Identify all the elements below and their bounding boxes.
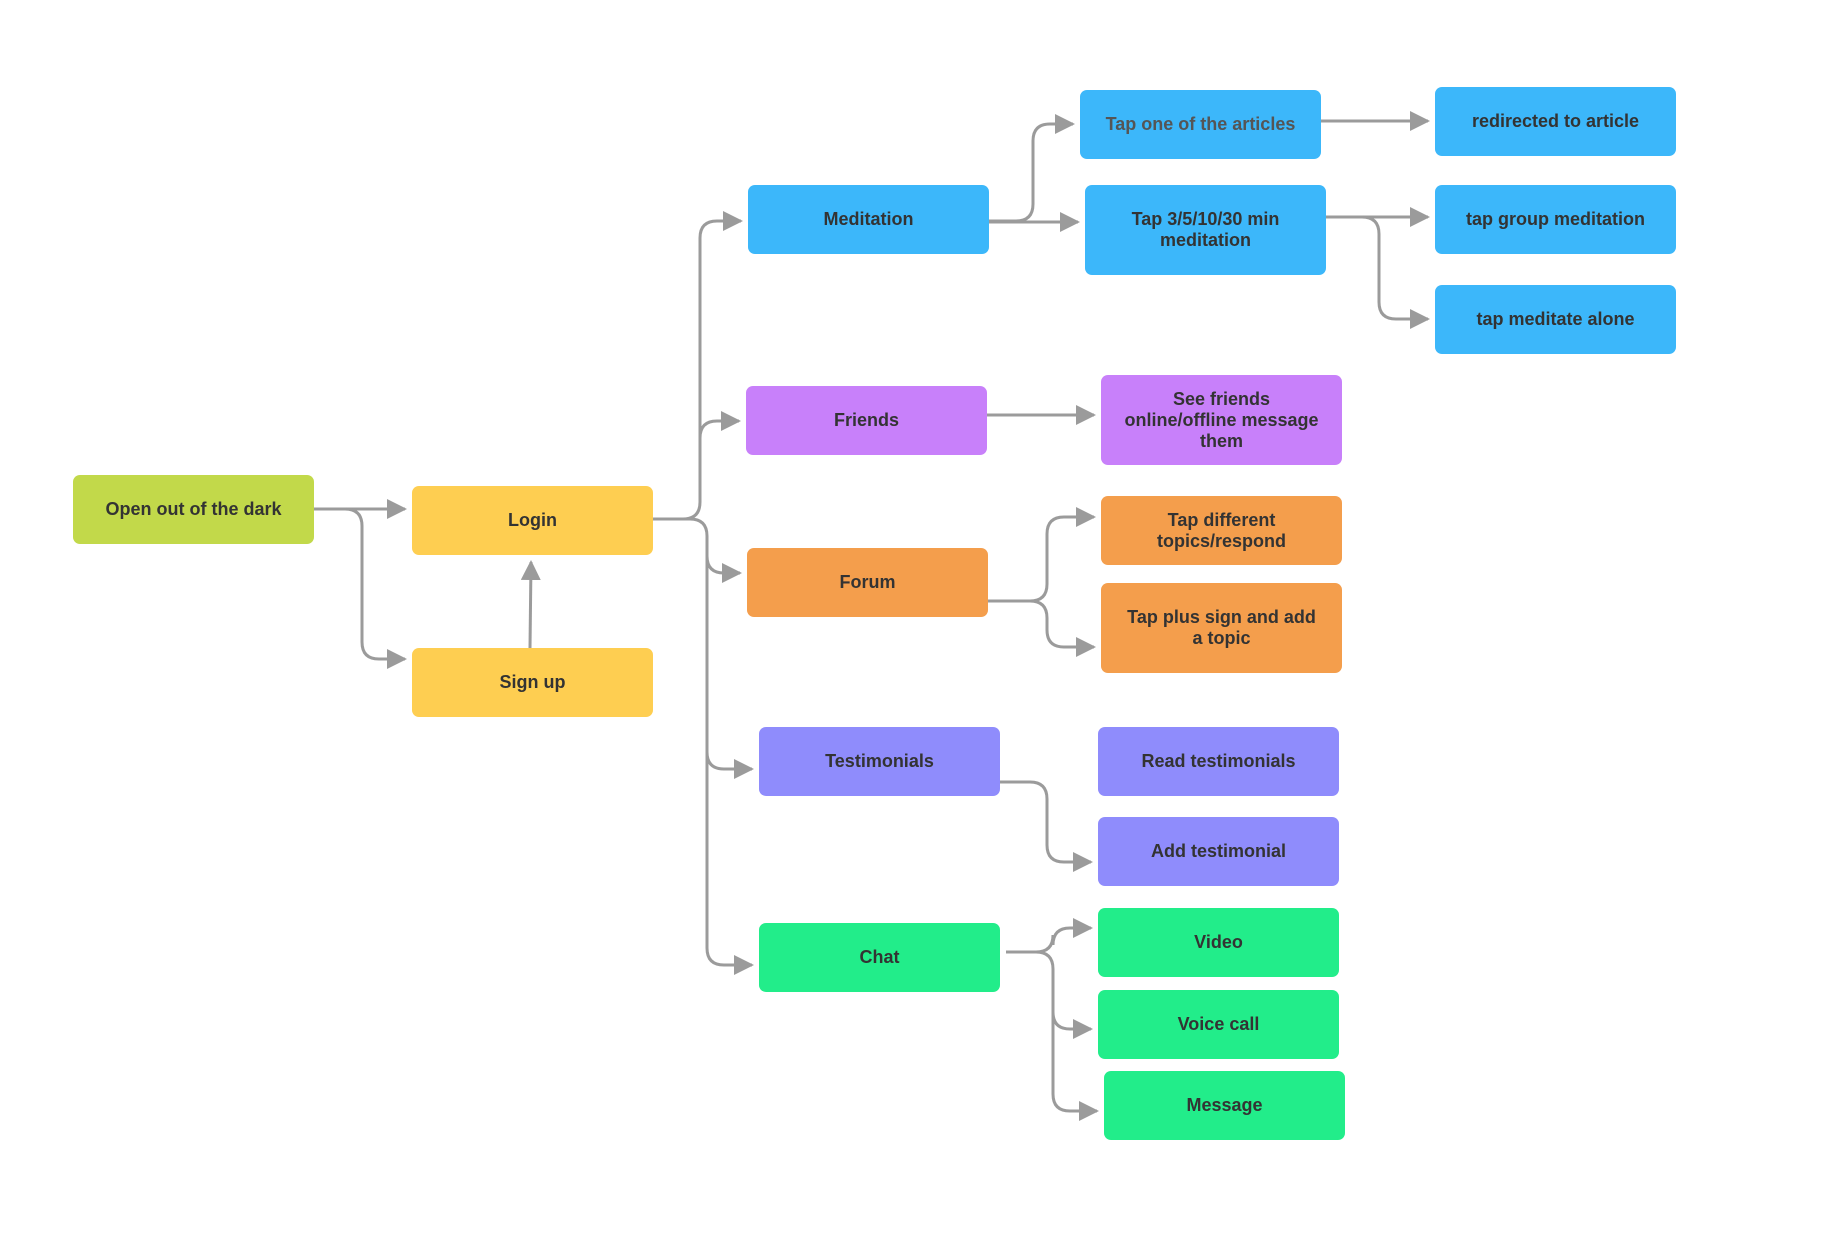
- node-label: tap meditate alone: [1476, 309, 1635, 329]
- node-label: Tap plus sign and add a topic: [1127, 607, 1316, 648]
- node-open-out-of-the-dark[interactable]: Open out of the dark: [73, 475, 314, 544]
- node-chat[interactable]: Chat: [759, 923, 1000, 992]
- node-label: Tap 3/5/10/30 min meditation: [1131, 209, 1280, 250]
- node-tap-min-meditation[interactable]: Tap 3/5/10/30 min meditation: [1085, 185, 1326, 275]
- connector-forum-to-tap-plus: [1029, 599, 1096, 657]
- node-label: Meditation: [823, 209, 914, 229]
- connector-open-to-signup: [314, 507, 407, 669]
- node-meditation[interactable]: Meditation: [748, 185, 989, 254]
- connector-login-to-meditation: [653, 211, 743, 521]
- connector-chat-to-voice-call: [1035, 950, 1093, 1039]
- node-see-friends[interactable]: See friends online/offline message them: [1101, 375, 1342, 465]
- connector-login-to-testimonials: [705, 556, 754, 779]
- node-label: redirected to article: [1471, 111, 1640, 131]
- node-login[interactable]: Login: [412, 486, 653, 555]
- connector-login-to-forum: [653, 517, 742, 583]
- node-label: tap group meditation: [1466, 209, 1645, 229]
- node-redirected-to-article[interactable]: redirected to article: [1435, 87, 1676, 156]
- node-label: Read testimonials: [1141, 751, 1296, 771]
- node-message[interactable]: Message: [1104, 1071, 1345, 1140]
- node-tap-plus-sign[interactable]: Tap plus sign and add a topic: [1101, 583, 1342, 673]
- connector-tap-min-meditation-to-meditate-alone: [1326, 215, 1430, 329]
- connector-signup-to-login: [520, 560, 541, 649]
- connector-testimonials-to-add-testimonial: [1000, 780, 1093, 872]
- node-add-testimonial[interactable]: Add testimonial: [1098, 817, 1339, 886]
- node-label: Sign up: [499, 672, 566, 692]
- connector-forum-to-tap-topics: [988, 507, 1096, 603]
- node-label: Tap one of the articles: [1105, 114, 1296, 134]
- node-label: Forum: [839, 572, 896, 592]
- node-label: See friends online/offline message them: [1124, 388, 1319, 451]
- connector-login-to-friends: [698, 411, 741, 439]
- node-video[interactable]: Video: [1098, 908, 1339, 977]
- node-label: Voice call: [1177, 1014, 1260, 1034]
- node-sign-up[interactable]: Sign up: [412, 648, 653, 717]
- node-voice-call[interactable]: Voice call: [1098, 990, 1339, 1059]
- node-label: Video: [1194, 932, 1243, 952]
- node-label: Testimonials: [825, 751, 934, 771]
- node-tap-group-meditation[interactable]: tap group meditation: [1435, 185, 1676, 254]
- node-tap-meditate-alone[interactable]: tap meditate alone: [1435, 285, 1676, 354]
- node-friends[interactable]: Friends: [746, 386, 987, 455]
- node-label: Tap different topics/respond: [1156, 509, 1286, 551]
- node-label: Open out of the dark: [105, 499, 282, 519]
- node-testimonials[interactable]: Testimonials: [759, 727, 1000, 796]
- node-tap-one-of-the-articles[interactable]: Tap one of the articles: [1080, 90, 1321, 159]
- node-label: Message: [1186, 1095, 1263, 1115]
- node-label: Login: [508, 510, 557, 530]
- node-label: Add testimonial: [1150, 841, 1286, 861]
- connector-meditation-to-tap-articles: [989, 114, 1075, 223]
- connector-login-to-chat: [705, 752, 754, 975]
- connector-chat-to-message: [1051, 1012, 1099, 1121]
- node-read-testimonials[interactable]: Read testimonials: [1098, 727, 1339, 796]
- node-tap-different-topics[interactable]: Tap different topics/respond: [1101, 496, 1342, 565]
- node-label: Chat: [859, 947, 900, 967]
- connector-chat-to-video: [1006, 918, 1093, 954]
- node-label: Friends: [833, 410, 899, 430]
- node-forum[interactable]: Forum: [747, 548, 988, 617]
